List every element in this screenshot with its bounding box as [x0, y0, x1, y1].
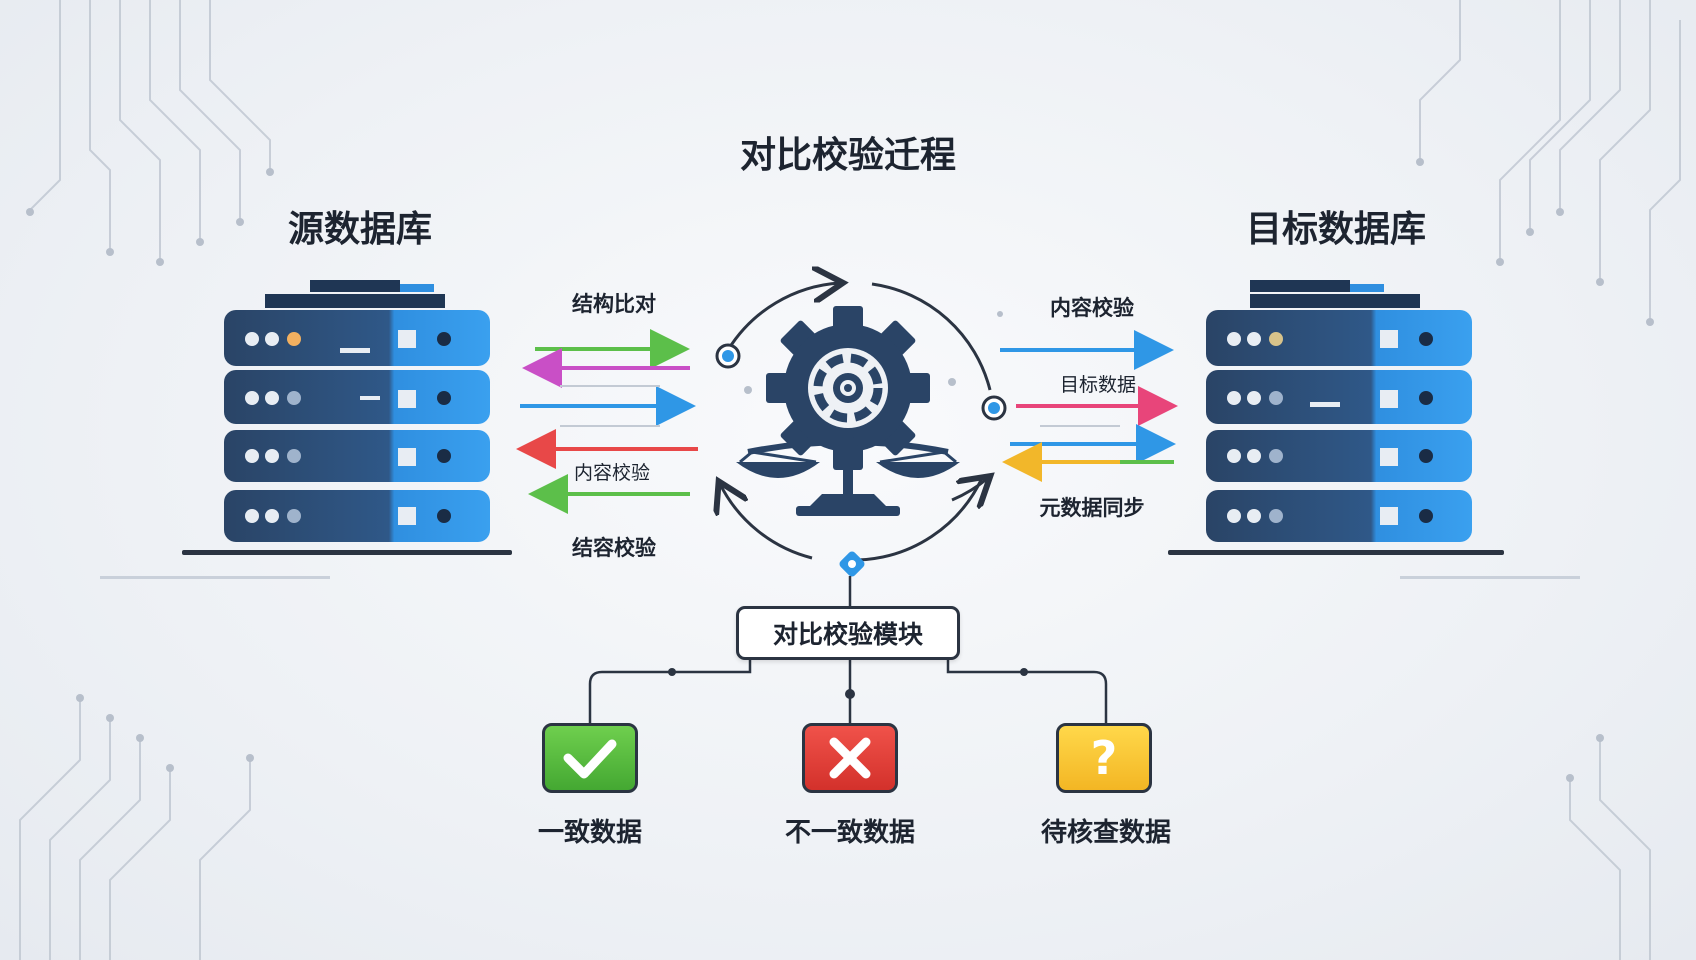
- circuit-decoration: [19, 0, 1681, 960]
- connector-nodes: [668, 668, 1028, 699]
- left-flow-top-label: 结构比对: [572, 292, 656, 316]
- left-flow-bottom-label: 结容校验: [572, 536, 656, 560]
- right-flow-bottom-label: 元数据同步: [1039, 496, 1145, 520]
- check-icon: [563, 739, 617, 779]
- pending-status-box: ?: [1056, 723, 1152, 793]
- cycle-nodes: [715, 343, 1007, 577]
- target-db-label: 目标数据库: [1245, 209, 1427, 250]
- question-icon: ?: [1090, 731, 1118, 785]
- source-db-label: 源数据库: [287, 209, 433, 250]
- comparison-module-box: 对比校验模块: [736, 606, 960, 660]
- inconsistent-status-box: [802, 723, 898, 793]
- consistent-status-box: [542, 723, 638, 793]
- inconsistent-data-label: 不一致数据: [784, 818, 916, 848]
- left-flow-arrows: [516, 329, 698, 514]
- right-flow-top-label: 内容校验: [1050, 296, 1134, 320]
- consistent-data-label: 一致数据: [537, 818, 643, 848]
- right-flow-arrows: [1000, 330, 1178, 482]
- target-database-icon: [1168, 280, 1580, 579]
- cycle-arcs: [720, 283, 990, 562]
- source-database-icon: [100, 280, 512, 579]
- gear-scale-icon: [736, 306, 960, 516]
- cross-icon: [829, 737, 871, 779]
- pending-data-label: 待核查数据: [1040, 818, 1172, 848]
- diagram-title: 对比校验迁程: [739, 135, 957, 176]
- left-flow-middle-label: 内容校验: [573, 462, 651, 484]
- circuit-nodes: [26, 158, 1654, 782]
- right-flow-middle-label: 目标数据: [1059, 374, 1137, 396]
- comparison-module-label: 对比校验模块: [772, 620, 923, 649]
